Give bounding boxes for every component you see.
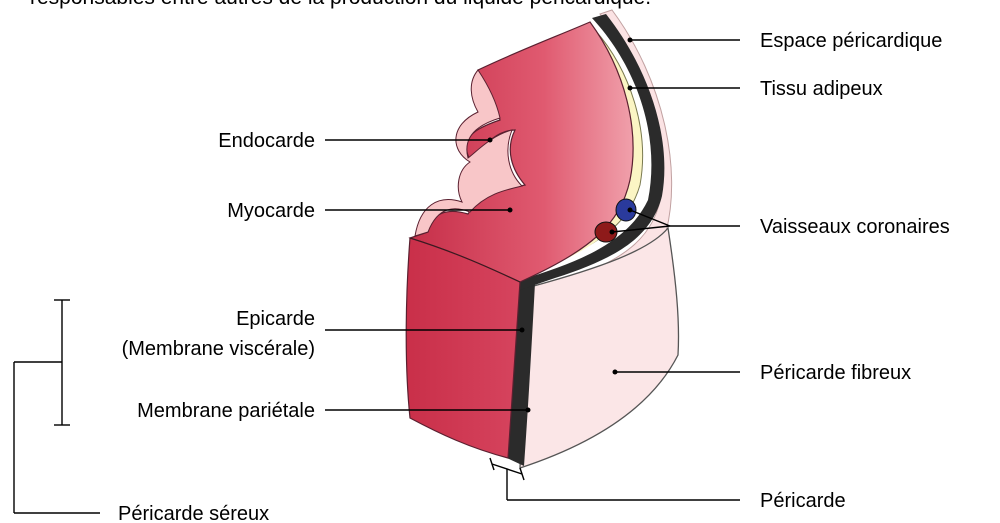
label-espace-pericardique: Espace péricardique [760,30,942,52]
heart-wall-illustration [406,10,678,468]
label-myocarde: Myocarde [227,200,315,222]
myocardium-top [410,22,633,282]
coronary-vessel-blue [616,199,636,221]
caption-top: responsables entre autres de la producti… [30,0,651,9]
label-pericarde: Péricarde [760,490,846,512]
label-endocarde: Endocarde [218,130,315,152]
label-membrane-parietale: Membrane pariétale [137,400,315,422]
label-pericarde-fibreux: Péricarde fibreux [760,362,911,384]
label-epicarde: Epicarde [236,308,315,330]
label-pericarde-sereux: Péricarde séreux [118,503,269,523]
label-vaisseaux-coronaires: Vaisseaux coronaires [760,216,950,238]
label-membrane-viscerale: (Membrane viscérale) [122,338,315,360]
label-tissu-adipeux: Tissu adipeux [760,78,883,100]
